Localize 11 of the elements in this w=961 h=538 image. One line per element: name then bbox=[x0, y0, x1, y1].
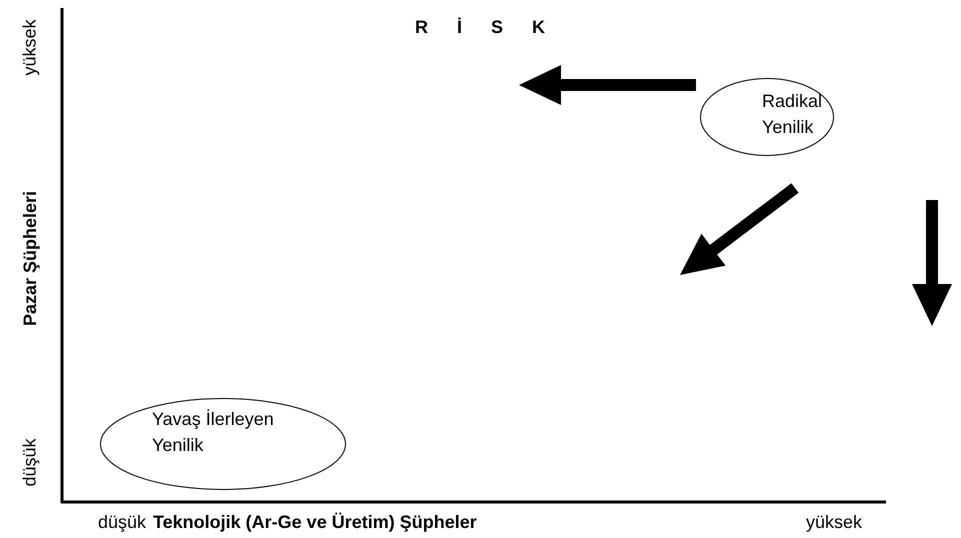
ellipse-node bbox=[700, 78, 834, 156]
node-label: Yavaş İlerleyen Yenilik bbox=[152, 408, 275, 457]
node-label: Radikal Yenilik bbox=[762, 90, 824, 139]
risk-heading: R İ S K bbox=[415, 17, 558, 38]
axis-tick-label: yüksek bbox=[20, 18, 41, 76]
axis-title: Pazar Şüpheleri bbox=[20, 190, 41, 326]
axis-title: Teknolojik (Ar-Ge ve Üretim) Şüpheler bbox=[153, 512, 477, 533]
axis-tick-label: yüksek bbox=[806, 512, 862, 533]
axis-tick-label: düşük bbox=[20, 438, 41, 486]
ellipse-node bbox=[100, 398, 346, 490]
axis-tick-label: düşük bbox=[98, 512, 146, 533]
